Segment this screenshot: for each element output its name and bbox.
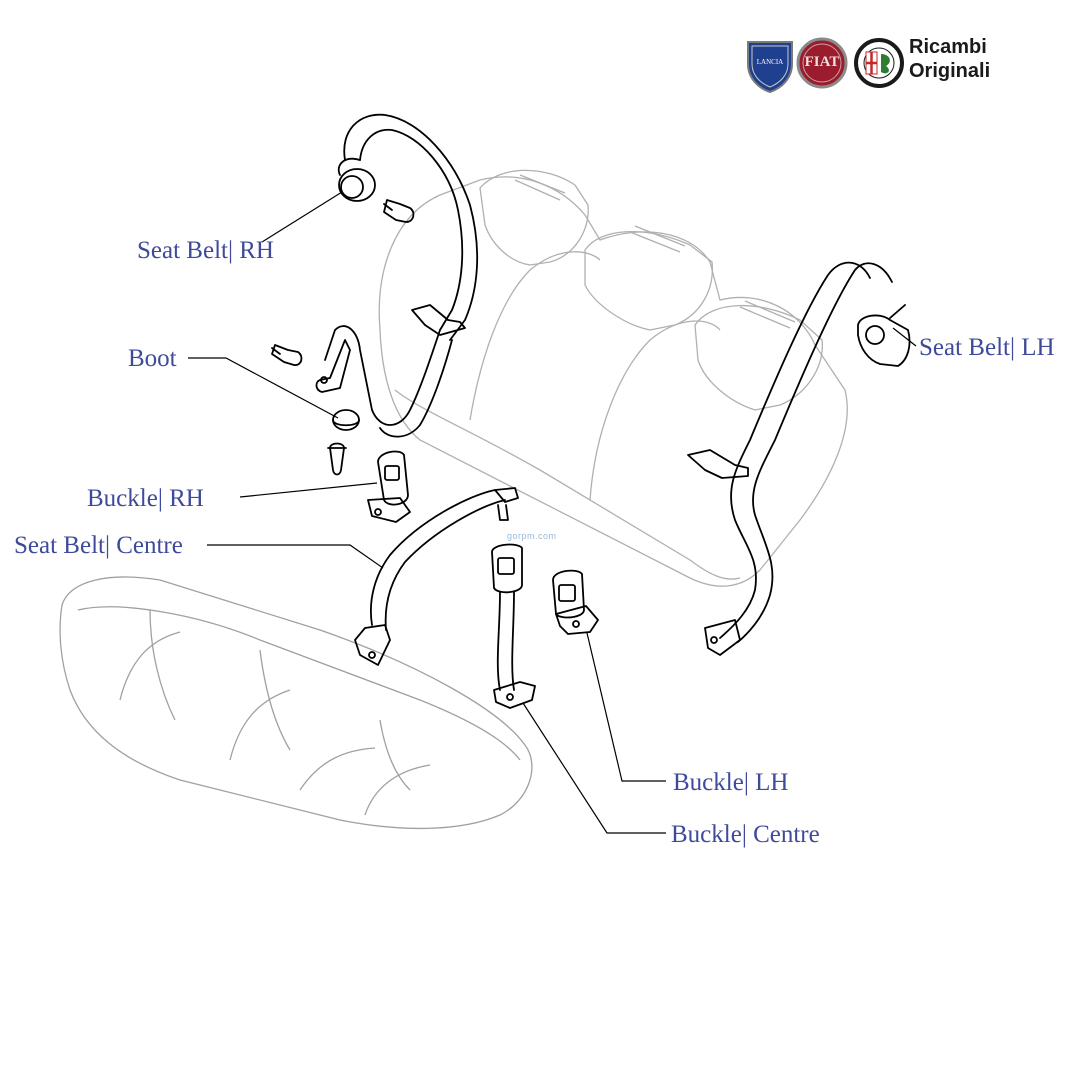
bolt-lower <box>327 442 347 476</box>
centre-buckle <box>491 543 536 709</box>
lh-seat-belt <box>687 261 893 656</box>
brand-line-2: Originali <box>909 60 991 82</box>
label-buckle-rh: Buckle| RH <box>87 485 204 512</box>
label-seat-belt-centre: Seat Belt| Centre <box>14 532 183 559</box>
label-seat-belt-lh: Seat Belt| LH <box>919 334 1055 361</box>
rh-seat-belt <box>315 113 479 438</box>
lancia-logo-text: LANCIA <box>756 58 784 66</box>
lh-buckle <box>552 569 599 635</box>
boot-cap <box>332 409 360 431</box>
rh-buckle <box>367 450 411 523</box>
lh-belt-retractor <box>857 304 911 367</box>
watermark: gorpm.com <box>507 531 557 541</box>
leader-seat-belt-lh <box>892 327 917 347</box>
fiat-badge <box>796 37 848 89</box>
rear-seat-backrest <box>378 169 848 587</box>
leader-seat-belt-centre <box>207 544 384 569</box>
rh-belt-retractor <box>337 157 376 202</box>
brand-line-1: Ricambi <box>909 36 987 58</box>
label-buckle-lh: Buckle| LH <box>673 769 789 796</box>
label-boot: Boot <box>128 345 177 372</box>
leader-boot <box>188 357 339 419</box>
fiat-logo-text: FIAT <box>804 54 840 70</box>
rh-guide-clip <box>411 304 466 336</box>
centre-seat-belt <box>354 487 519 666</box>
leader-seat-belt-rh <box>261 191 343 243</box>
leader-lines <box>188 191 917 834</box>
label-buckle-centre: Buckle| Centre <box>671 821 820 848</box>
bolt-upper <box>383 199 415 223</box>
leader-buckle-centre <box>522 702 666 834</box>
lancia-badge <box>747 41 793 94</box>
alfa-romeo-badge <box>854 38 904 88</box>
leader-buckle-rh <box>239 482 378 498</box>
label-seat-belt-rh: Seat Belt| RH <box>137 237 274 264</box>
rear-seat-cushion <box>59 576 533 830</box>
leader-buckle-lh <box>586 632 666 782</box>
bolt-middle <box>271 344 303 366</box>
